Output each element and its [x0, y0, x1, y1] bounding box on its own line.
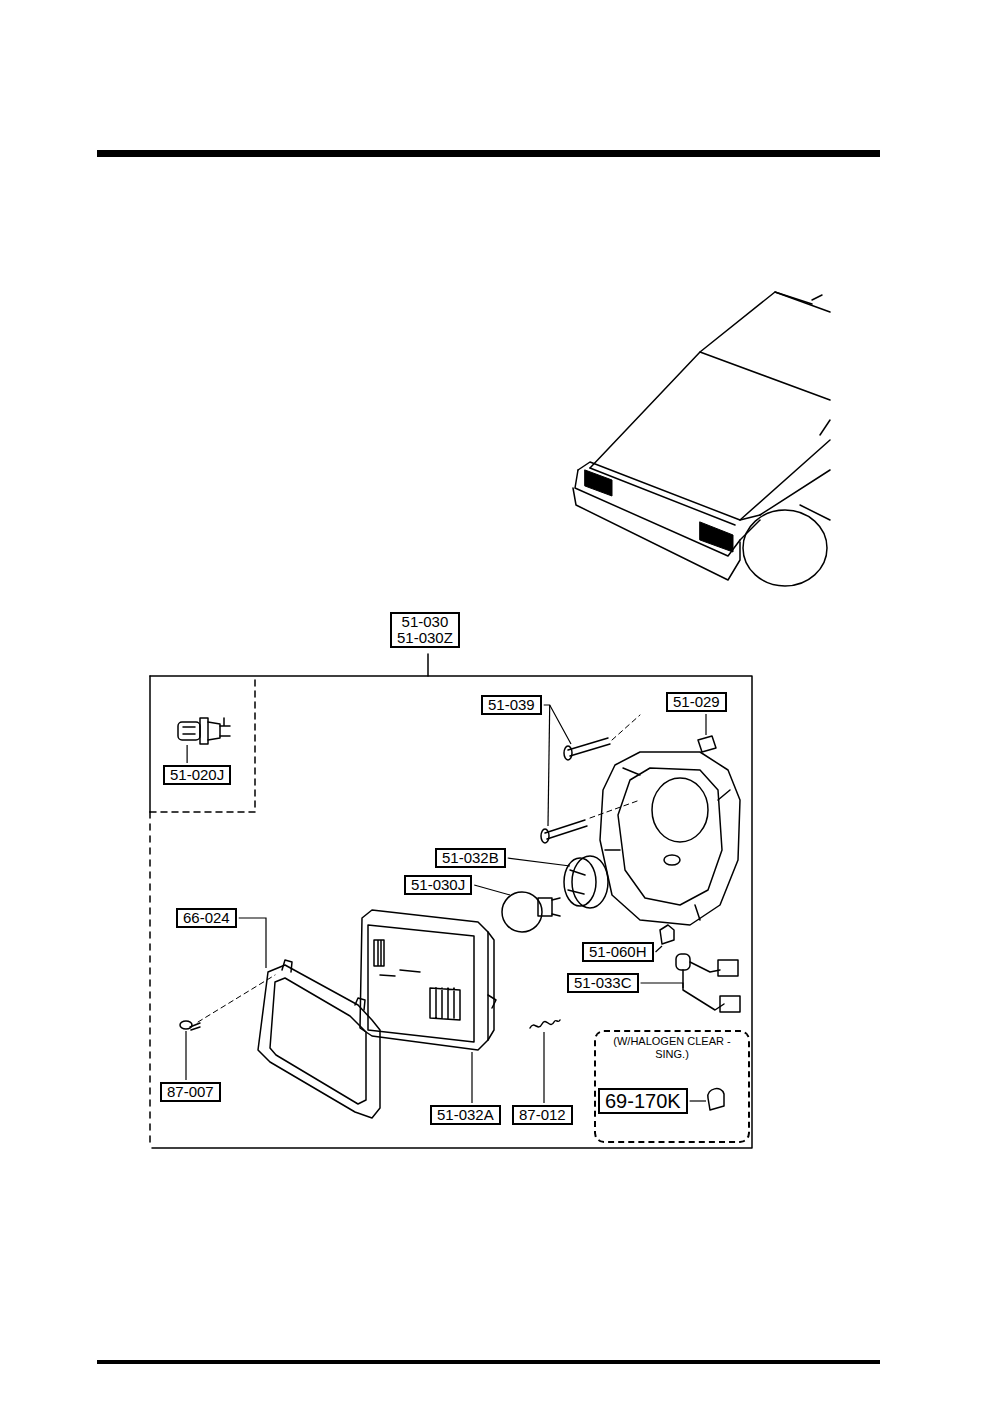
- part-number-box: 51-033C: [567, 973, 639, 993]
- leader-line: [544, 705, 571, 744]
- part-number: 51-029: [673, 694, 720, 710]
- part-number-box: 51-032B: [435, 848, 506, 868]
- leader-line: [239, 918, 266, 968]
- part-number: 51-039: [488, 697, 535, 713]
- option-note: (W/HALOGEN CLEAR -SING.): [600, 1035, 744, 1061]
- option-group-box: (W/HALOGEN CLEAR -SING.) 69-170K: [594, 1030, 750, 1143]
- part-number: 51-033C: [574, 975, 632, 991]
- leader-line: [508, 858, 570, 866]
- part-number: 87-007: [167, 1084, 214, 1100]
- part-number: 51-032A: [437, 1107, 494, 1123]
- part-number-box: 69-170K: [598, 1088, 688, 1114]
- leader-line: [543, 1032, 544, 1103]
- part-number: 51-030Z: [397, 630, 453, 646]
- leader-line: [185, 1031, 186, 1080]
- leader-line: [656, 946, 662, 952]
- part-number: 69-170K: [605, 1090, 681, 1112]
- part-number-box: 51-029: [666, 692, 727, 712]
- part-number: 51-020J: [170, 767, 224, 783]
- part-number-box: 51-039: [481, 695, 542, 715]
- leader-line: [187, 745, 188, 763]
- part-number-box: 51-030J: [404, 875, 472, 895]
- part-number: 51-060H: [589, 944, 647, 960]
- part-number-box: 51-020J: [163, 765, 231, 785]
- part-number-box: 51-060H: [582, 942, 654, 962]
- leader-line: [690, 1100, 706, 1101]
- part-number: 51-030: [397, 614, 453, 630]
- leader-line: [474, 885, 510, 895]
- leader-line: [705, 714, 706, 735]
- part-number-box: 66-024: [176, 908, 237, 928]
- part-number-box: 51-03051-030Z: [390, 612, 460, 648]
- leader-line: [548, 705, 550, 826]
- part-number: 51-030J: [411, 877, 465, 893]
- leader-line: [471, 1052, 472, 1103]
- leader-line: [641, 983, 683, 988]
- part-number: 66-024: [183, 910, 230, 926]
- part-number-box: 87-012: [512, 1105, 573, 1125]
- part-number-box: 51-032A: [430, 1105, 501, 1125]
- part-number-box: 87-007: [160, 1082, 221, 1102]
- part-number: 51-032B: [442, 850, 499, 866]
- part-number: 87-012: [519, 1107, 566, 1123]
